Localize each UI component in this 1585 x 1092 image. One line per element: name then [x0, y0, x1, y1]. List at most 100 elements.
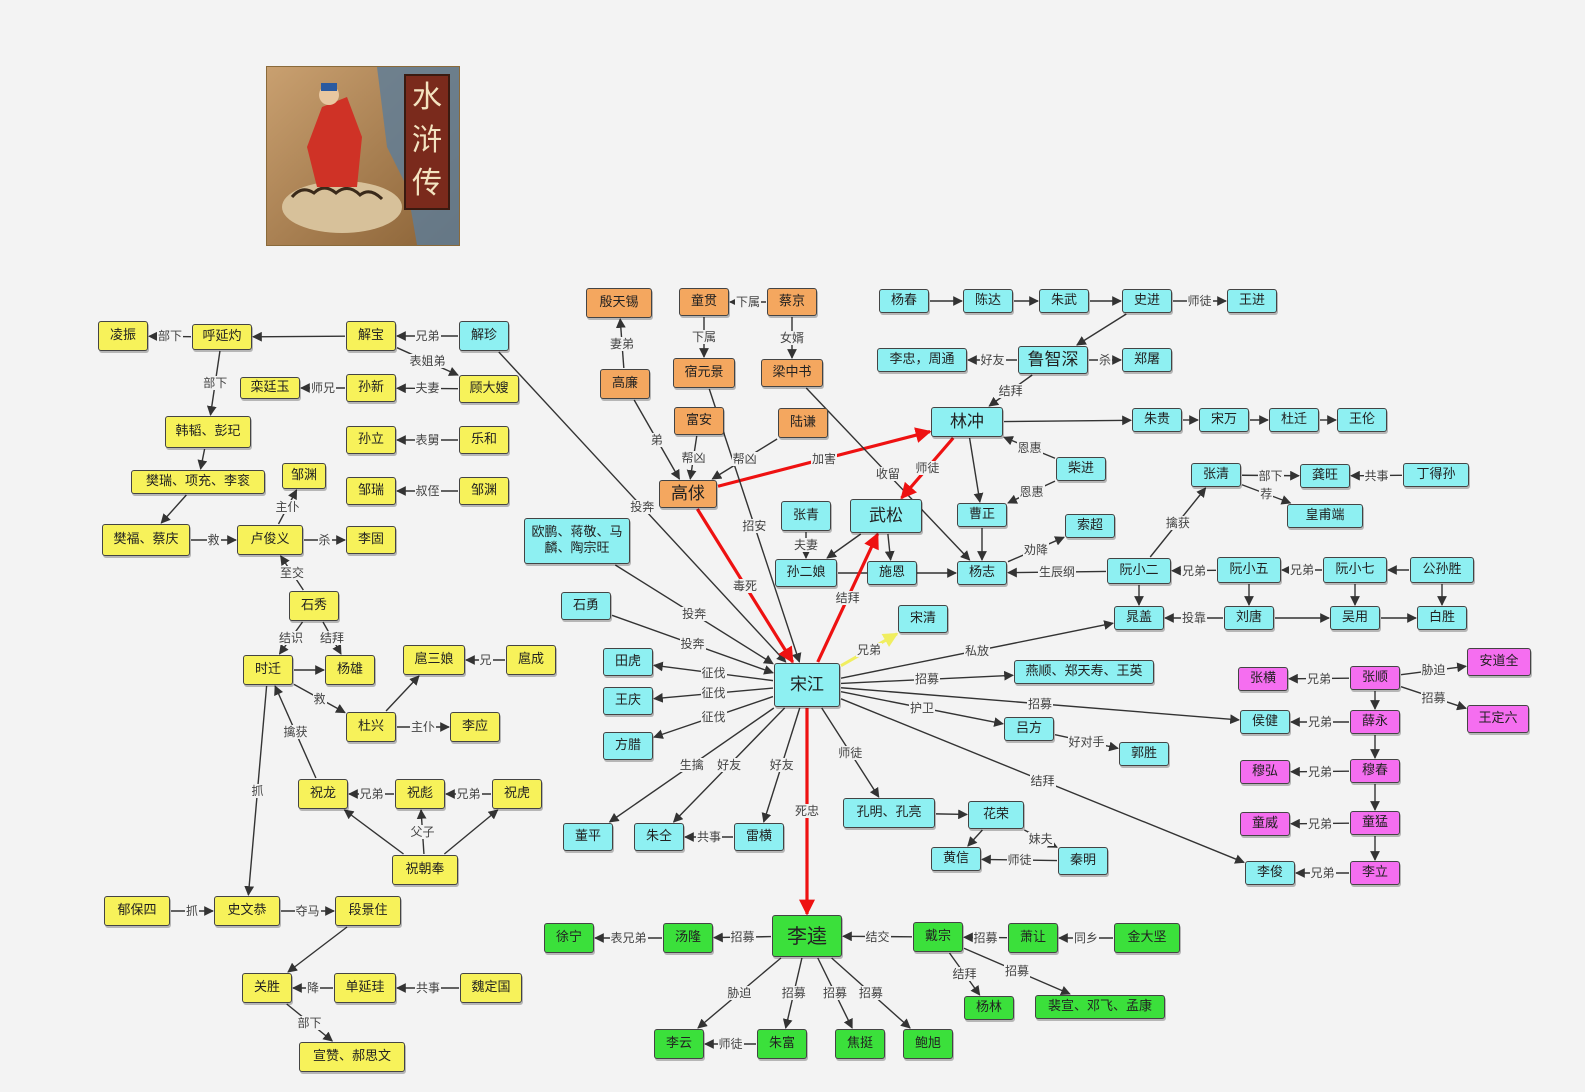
node-qinming[interactable]: 秦明	[1058, 847, 1108, 875]
node-fanrui[interactable]: 樊瑞、项充、李衮	[131, 470, 265, 494]
node-zhangqing[interactable]: 张清	[1191, 463, 1241, 487]
node-wangqing[interactable]: 王庆	[603, 687, 653, 715]
node-lujunyi[interactable]: 卢俊义	[237, 525, 303, 555]
node-zourui[interactable]: 邹瑞	[346, 477, 396, 505]
node-yangxiong[interactable]: 杨雄	[325, 655, 375, 685]
node-hantao[interactable]: 韩韬、彭玘	[165, 416, 251, 448]
node-xueyong[interactable]: 薛永	[1350, 710, 1400, 734]
node-zhangheng[interactable]: 张横	[1238, 667, 1288, 691]
node-wusong[interactable]: 武松	[850, 499, 922, 533]
node-andaoquan[interactable]: 安道全	[1467, 648, 1531, 676]
node-fanfu[interactable]: 樊福、蔡庆	[102, 524, 190, 556]
node-liangzhongshu[interactable]: 梁中书	[761, 359, 823, 387]
node-yubaosi[interactable]: 郁保四	[104, 896, 170, 926]
node-wangdingliu[interactable]: 王定六	[1467, 705, 1529, 733]
node-zhulong[interactable]: 祝龙	[298, 779, 348, 809]
node-gongsunsheng[interactable]: 公孙胜	[1410, 557, 1474, 583]
node-yuehe[interactable]: 乐和	[459, 426, 509, 454]
node-tongguan[interactable]: 童贯	[679, 288, 729, 316]
node-sunerniang[interactable]: 孙二娘	[775, 559, 837, 587]
node-lili[interactable]: 李立	[1350, 861, 1400, 885]
node-songjiang[interactable]: 宋江	[774, 663, 840, 707]
node-tanglong[interactable]: 汤隆	[663, 923, 713, 953]
node-daizong[interactable]: 戴宗	[913, 922, 963, 952]
node-baoxu[interactable]: 鲍旭	[903, 1029, 953, 1059]
node-lizhong[interactable]: 李忠，周通	[877, 348, 967, 372]
node-leiheng[interactable]: 雷横	[734, 823, 784, 851]
node-linchong[interactable]: 林冲	[931, 407, 1003, 437]
node-luzhishen[interactable]: 鲁智深	[1018, 346, 1088, 374]
node-zhugui[interactable]: 朱贵	[1132, 408, 1182, 432]
node-caijing[interactable]: 蔡京	[767, 288, 817, 316]
node-houjian[interactable]: 侯健	[1240, 710, 1290, 734]
node-gudasao[interactable]: 顾大嫂	[459, 375, 519, 403]
node-jiaoting[interactable]: 焦挺	[835, 1029, 885, 1059]
node-muchun[interactable]: 穆春	[1350, 759, 1400, 783]
node-shijin[interactable]: 史进	[1122, 289, 1172, 313]
node-yanshun[interactable]: 燕顺、郑天寿、王英	[1014, 660, 1154, 684]
node-gaolian[interactable]: 高廉	[600, 369, 650, 399]
node-zouyuan2[interactable]: 邹渊	[459, 477, 509, 505]
node-lingzhen[interactable]: 凌振	[98, 321, 148, 351]
node-suochao[interactable]: 索超	[1065, 514, 1115, 538]
node-peixuan[interactable]: 裴宣、邓飞、孟康	[1035, 995, 1165, 1019]
node-ruanxiaoer[interactable]: 阮小二	[1107, 558, 1171, 584]
node-xiaorang[interactable]: 萧让	[1008, 923, 1058, 953]
node-luqian[interactable]: 陆谦	[778, 408, 828, 438]
node-zhuchaofeng[interactable]: 祝朝奉	[392, 855, 458, 885]
node-songwan[interactable]: 宋万	[1199, 408, 1249, 432]
node-guansheng[interactable]: 关胜	[242, 973, 292, 1003]
node-sunli[interactable]: 孙立	[346, 426, 396, 454]
node-muhong[interactable]: 穆弘	[1240, 760, 1290, 784]
node-duanjingzhu[interactable]: 段景住	[335, 896, 401, 926]
node-lvfang[interactable]: 吕方	[1004, 717, 1054, 741]
node-jindajian[interactable]: 金大坚	[1114, 923, 1180, 953]
node-fangla[interactable]: 方腊	[603, 732, 653, 760]
node-jiezhen[interactable]: 解珍	[459, 321, 509, 351]
node-shien[interactable]: 施恩	[867, 561, 917, 585]
node-ruanxiaowu[interactable]: 阮小五	[1217, 557, 1281, 583]
node-huangfuduan[interactable]: 皇甫端	[1287, 504, 1363, 528]
node-suyuanjing[interactable]: 宿元景	[673, 358, 735, 388]
node-xuning[interactable]: 徐宁	[544, 923, 594, 953]
node-ruanxiaoqi[interactable]: 阮小七	[1323, 557, 1387, 583]
node-yanglin[interactable]: 杨林	[964, 996, 1014, 1020]
node-duqian[interactable]: 杜迁	[1269, 408, 1319, 432]
node-sunxin[interactable]: 孙新	[346, 374, 396, 402]
node-zhuwu[interactable]: 朱武	[1039, 289, 1089, 313]
node-duxing[interactable]: 杜兴	[346, 712, 396, 742]
node-weidingguo[interactable]: 魏定国	[460, 973, 522, 1003]
node-huangxin[interactable]: 黄信	[931, 847, 981, 871]
node-zhangqing2[interactable]: 张青	[781, 501, 831, 531]
node-jiebao[interactable]: 解宝	[346, 321, 396, 351]
node-songqing[interactable]: 宋清	[898, 605, 948, 633]
node-yangzhi[interactable]: 杨志	[957, 561, 1007, 585]
node-tongmeng[interactable]: 童猛	[1350, 811, 1400, 835]
node-husanniang[interactable]: 扈三娘	[403, 645, 465, 675]
node-baisheng[interactable]: 白胜	[1417, 606, 1467, 630]
node-yangchun[interactable]: 杨春	[879, 289, 929, 313]
node-tongwei[interactable]: 童威	[1240, 812, 1290, 836]
node-lijun[interactable]: 李俊	[1245, 861, 1295, 885]
node-zhufu[interactable]: 朱富	[757, 1029, 807, 1059]
node-wanglun[interactable]: 王伦	[1337, 408, 1387, 432]
node-guosheng[interactable]: 郭胜	[1119, 742, 1169, 766]
node-xuanzan[interactable]: 宣赞、郝思文	[299, 1042, 405, 1072]
node-yintianxi[interactable]: 殷天锡	[586, 288, 652, 318]
node-shiwengong[interactable]: 史文恭	[214, 896, 280, 926]
node-wuyong[interactable]: 吴用	[1330, 606, 1380, 630]
node-caozheng[interactable]: 曹正	[957, 503, 1007, 527]
node-fuan[interactable]: 富安	[674, 407, 724, 435]
node-chaogai[interactable]: 晁盖	[1114, 606, 1164, 630]
node-huarong[interactable]: 花荣	[968, 801, 1024, 829]
node-liyun[interactable]: 李云	[654, 1029, 704, 1059]
node-ouxpeng[interactable]: 欧鹏、蒋敬、马麟、陶宗旺	[524, 518, 630, 564]
node-gongwang[interactable]: 龚旺	[1300, 464, 1350, 488]
node-dingdesun[interactable]: 丁得孙	[1403, 463, 1469, 487]
node-chaijin[interactable]: 柴进	[1056, 457, 1106, 481]
node-huyanzhuo[interactable]: 呼延灼	[192, 324, 252, 350]
node-shixiu[interactable]: 石秀	[289, 591, 339, 621]
node-shantinggui[interactable]: 单延珪	[334, 973, 396, 1003]
node-zhengtu[interactable]: 郑屠	[1122, 348, 1172, 372]
node-wangjin[interactable]: 王进	[1227, 289, 1277, 313]
